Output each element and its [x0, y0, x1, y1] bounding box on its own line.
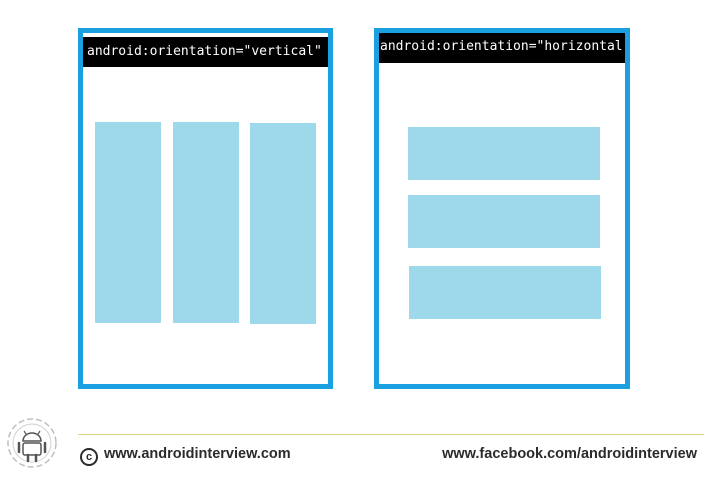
vertical-block-3 — [250, 123, 316, 324]
horizontal-orientation-panel: android:orientation="horizontal — [374, 28, 630, 389]
facebook-link[interactable]: www.facebook.com/androidinterview — [442, 446, 697, 462]
website-link[interactable]: www.androidinterview.com — [104, 446, 291, 462]
vertical-block-2 — [173, 122, 239, 323]
vertical-orientation-label: android:orientation="vertical" — [83, 37, 328, 67]
horizontal-block-1 — [408, 127, 600, 180]
footer-website[interactable]: c www.androidinterview.com — [80, 446, 291, 466]
horizontal-orientation-label: android:orientation="horizontal — [379, 33, 625, 63]
horizontal-block-2 — [408, 195, 600, 248]
footer-divider — [78, 434, 704, 435]
horizontal-block-3 — [409, 266, 601, 319]
vertical-orientation-panel: android:orientation="vertical" — [78, 28, 333, 389]
android-logo-icon — [5, 416, 59, 470]
vertical-block-1 — [95, 122, 161, 323]
copyright-icon: c — [80, 448, 98, 466]
